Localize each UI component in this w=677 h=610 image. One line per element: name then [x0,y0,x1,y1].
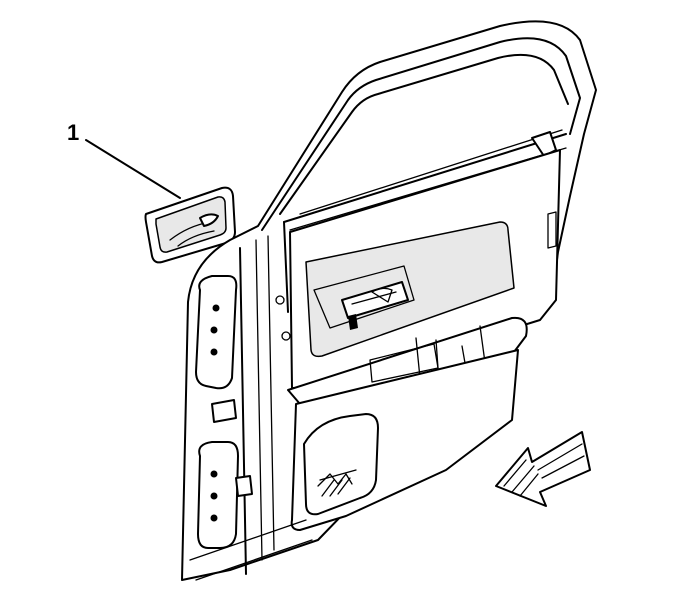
rear-door-panel-icon [181,20,597,581]
callout-number: 1 [67,120,79,145]
interior-handle-bezel-icon [144,186,236,264]
callout-1: 1 [67,120,181,199]
callout-leader-line [85,139,181,199]
direction-arrow-icon [495,431,591,507]
